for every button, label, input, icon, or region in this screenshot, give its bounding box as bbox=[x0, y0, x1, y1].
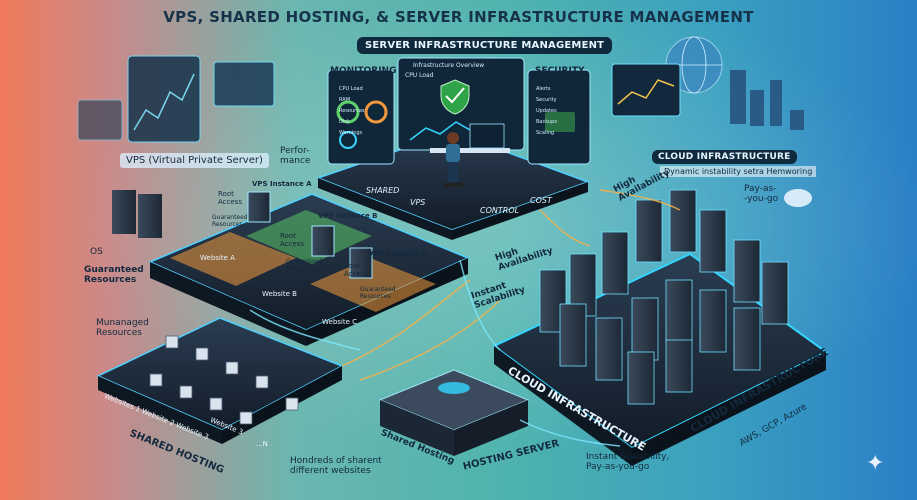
security-label: SECURITY bbox=[535, 66, 585, 76]
vps-instance-b-title: VPS Instance B bbox=[318, 212, 378, 220]
vps-instance-a-root: Root Access bbox=[218, 190, 242, 206]
platform-label-control: CONTROL bbox=[480, 206, 520, 215]
management-banner: SERVER INFRASTRUCTURE MANAGEMENT bbox=[357, 37, 613, 54]
shared-hosting-platform bbox=[96, 317, 530, 456]
performance-label: Perfor- mance bbox=[280, 146, 311, 166]
vps-instance-a-website: Website A bbox=[200, 254, 235, 262]
cloud-bottom-note: Instant Scalability, Pay-as-you-go bbox=[586, 452, 670, 472]
page-title: VPS, SHARED HOSTING, & SERVER INFRASTRUC… bbox=[163, 8, 754, 26]
vps-platform bbox=[112, 190, 470, 346]
globe-and-chart bbox=[611, 36, 812, 207]
cloud-platform bbox=[492, 189, 828, 466]
vps-heading: VPS (Virtual Private Server) bbox=[120, 153, 269, 168]
connection-lines bbox=[341, 189, 681, 381]
vps-instance-b-root: Root Access bbox=[280, 232, 304, 248]
monitoring-label: MONITORING bbox=[330, 66, 397, 76]
cloud-banner: CLOUD INFRASTRUCTURE bbox=[652, 150, 797, 164]
analytics-chart-panels bbox=[77, 55, 275, 143]
platform-label-cost: COST bbox=[530, 196, 552, 205]
unmanaged-resources-label: Munanaged Resources bbox=[96, 318, 149, 338]
cloud-tagline: Dynamic instability setra Hemworing bbox=[660, 166, 817, 177]
data-flow-lines bbox=[249, 259, 621, 447]
vps-instance-c-website: Website C bbox=[322, 318, 358, 326]
platform-label-vps: VPS bbox=[410, 198, 426, 207]
platform-label-shared: SHARED bbox=[366, 186, 400, 195]
vps-instance-a-title: VPS Instance A bbox=[252, 180, 312, 188]
management-platform bbox=[315, 57, 591, 240]
monitoring-widgets: CPU Load RAM Resources Disk Warnings bbox=[339, 86, 365, 136]
pay-as-you-go-label: Pay-as- -you-go bbox=[744, 184, 779, 204]
security-widgets: Alerts Security Updates Backups Scaling bbox=[536, 86, 557, 136]
vps-instance-c-title: VPS Instance C bbox=[368, 250, 428, 258]
hundreds-websites-label: Hondreds of sharent different websites bbox=[290, 456, 382, 476]
os-label: OS bbox=[90, 247, 103, 257]
vps-instance-c-root: Root Access bbox=[344, 262, 368, 278]
sparkle-icon: ✦ bbox=[866, 451, 885, 476]
vps-instance-c-guaranteed: Guaranteed Resources bbox=[360, 286, 396, 300]
vps-instance-a-guaranteed: Guaranteed Resources bbox=[212, 214, 248, 228]
overview-screen-title: Infrastructure Overview bbox=[413, 62, 485, 69]
guaranteed-resources-label: Guaranteed Resources bbox=[84, 265, 144, 285]
cpu-load-label: CPU Load bbox=[405, 72, 434, 79]
vps-instance-b-guaranteed: Guaranteed Resources bbox=[286, 258, 322, 272]
vps-instance-b-website: Website B bbox=[262, 290, 297, 298]
shared-websites-more: ...N bbox=[256, 440, 268, 448]
